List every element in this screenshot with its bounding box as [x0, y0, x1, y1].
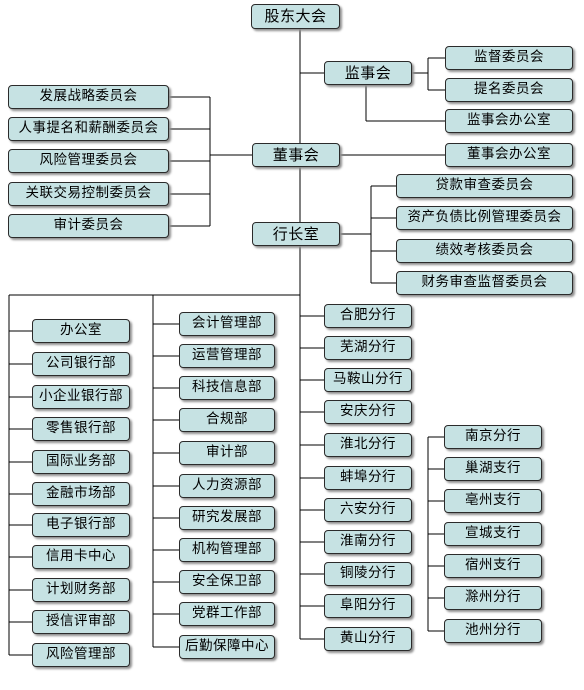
node-hr-compensation-committee: 人事提名和薪酬委员会	[8, 117, 169, 141]
node-dept-international: 国际业务部	[32, 450, 130, 474]
node-branch-hefei: 合肥分行	[324, 304, 412, 328]
node-board-office: 董事会办公室	[445, 143, 573, 167]
node-branch-luan: 六安分行	[324, 498, 412, 522]
node-strategy-committee: 发展战略委员会	[8, 85, 169, 109]
node-dept-party-affairs: 党群工作部	[179, 602, 275, 626]
node-branch-anqing: 安庆分行	[324, 400, 412, 424]
node-board-of-directors: 董事会	[252, 143, 340, 167]
node-supervisory-board: 监事会	[324, 61, 412, 85]
node-dept-small-business: 小企业银行部	[32, 385, 130, 409]
node-finance-audit-committee: 财务审查监督委员会	[396, 271, 573, 295]
node-shareholders-meeting: 股东大会	[251, 4, 340, 29]
node-related-transaction-committee: 关联交易控制委员会	[8, 182, 169, 206]
node-branch-chizhou: 池州分行	[444, 619, 542, 643]
node-dept-corporate-banking: 公司银行部	[32, 352, 130, 376]
node-dept-credit-card: 信用卡中心	[32, 545, 130, 569]
node-audit-committee: 审计委员会	[8, 214, 169, 238]
node-dept-credit-review: 授信评审部	[32, 610, 130, 634]
node-branch-bengbu: 蚌埠分行	[324, 466, 412, 490]
node-dept-risk-management: 风险管理部	[32, 643, 130, 667]
node-dept-accounting: 会计管理部	[179, 312, 275, 336]
node-dept-e-banking: 电子银行部	[32, 513, 130, 537]
node-subbranch-xuancheng: 宣城支行	[444, 522, 542, 546]
node-dept-operations: 运营管理部	[179, 344, 275, 368]
node-branch-chuzhou: 滁州分行	[444, 586, 542, 610]
node-subbranch-chaohu: 巢湖支行	[444, 457, 542, 481]
node-dept-audit: 审计部	[179, 441, 275, 465]
node-dept-human-resources: 人力资源部	[179, 474, 275, 498]
node-dept-research: 研究发展部	[179, 506, 275, 530]
node-branch-huainan: 淮南分行	[324, 530, 412, 554]
node-branch-tongling: 铜陵分行	[324, 562, 412, 586]
node-supervision-committee: 监督委员会	[445, 46, 573, 70]
node-branch-wuhu: 芜湖分行	[324, 336, 412, 360]
node-performance-committee: 绩效考核委员会	[396, 239, 573, 263]
node-president-office: 行长室	[252, 222, 340, 246]
node-dept-security: 安全保卫部	[179, 570, 275, 594]
node-branch-huaibei: 淮北分行	[324, 433, 412, 457]
node-branch-nanjing: 南京分行	[444, 425, 542, 449]
node-risk-committee: 风险管理委员会	[8, 149, 169, 173]
node-dept-compliance: 合规部	[179, 408, 275, 432]
node-supervisory-office: 监事会办公室	[445, 109, 573, 133]
node-branch-huangshan: 黄山分行	[324, 627, 412, 651]
node-dept-logistics-center: 后勤保障中心	[179, 635, 275, 659]
node-branch-maanshan: 马鞍山分行	[324, 368, 412, 392]
node-branch-fuyang: 阜阳分行	[324, 594, 412, 618]
node-nomination-committee: 提名委员会	[445, 78, 573, 102]
node-dept-technology: 科技信息部	[179, 376, 275, 400]
node-dept-institution-management: 机构管理部	[179, 538, 275, 562]
node-subbranch-suzhou: 宿州支行	[444, 554, 542, 578]
node-dept-financial-markets: 金融市场部	[32, 482, 130, 506]
node-subbranch-bozhou: 亳州支行	[444, 489, 542, 513]
node-dept-planning-finance: 计划财务部	[32, 578, 130, 602]
node-alm-committee: 资产负债比例管理委员会	[396, 206, 573, 230]
node-loan-review-committee: 贷款审查委员会	[396, 174, 573, 198]
node-dept-retail-banking: 零售银行部	[32, 417, 130, 441]
node-dept-office: 办公室	[32, 319, 130, 343]
